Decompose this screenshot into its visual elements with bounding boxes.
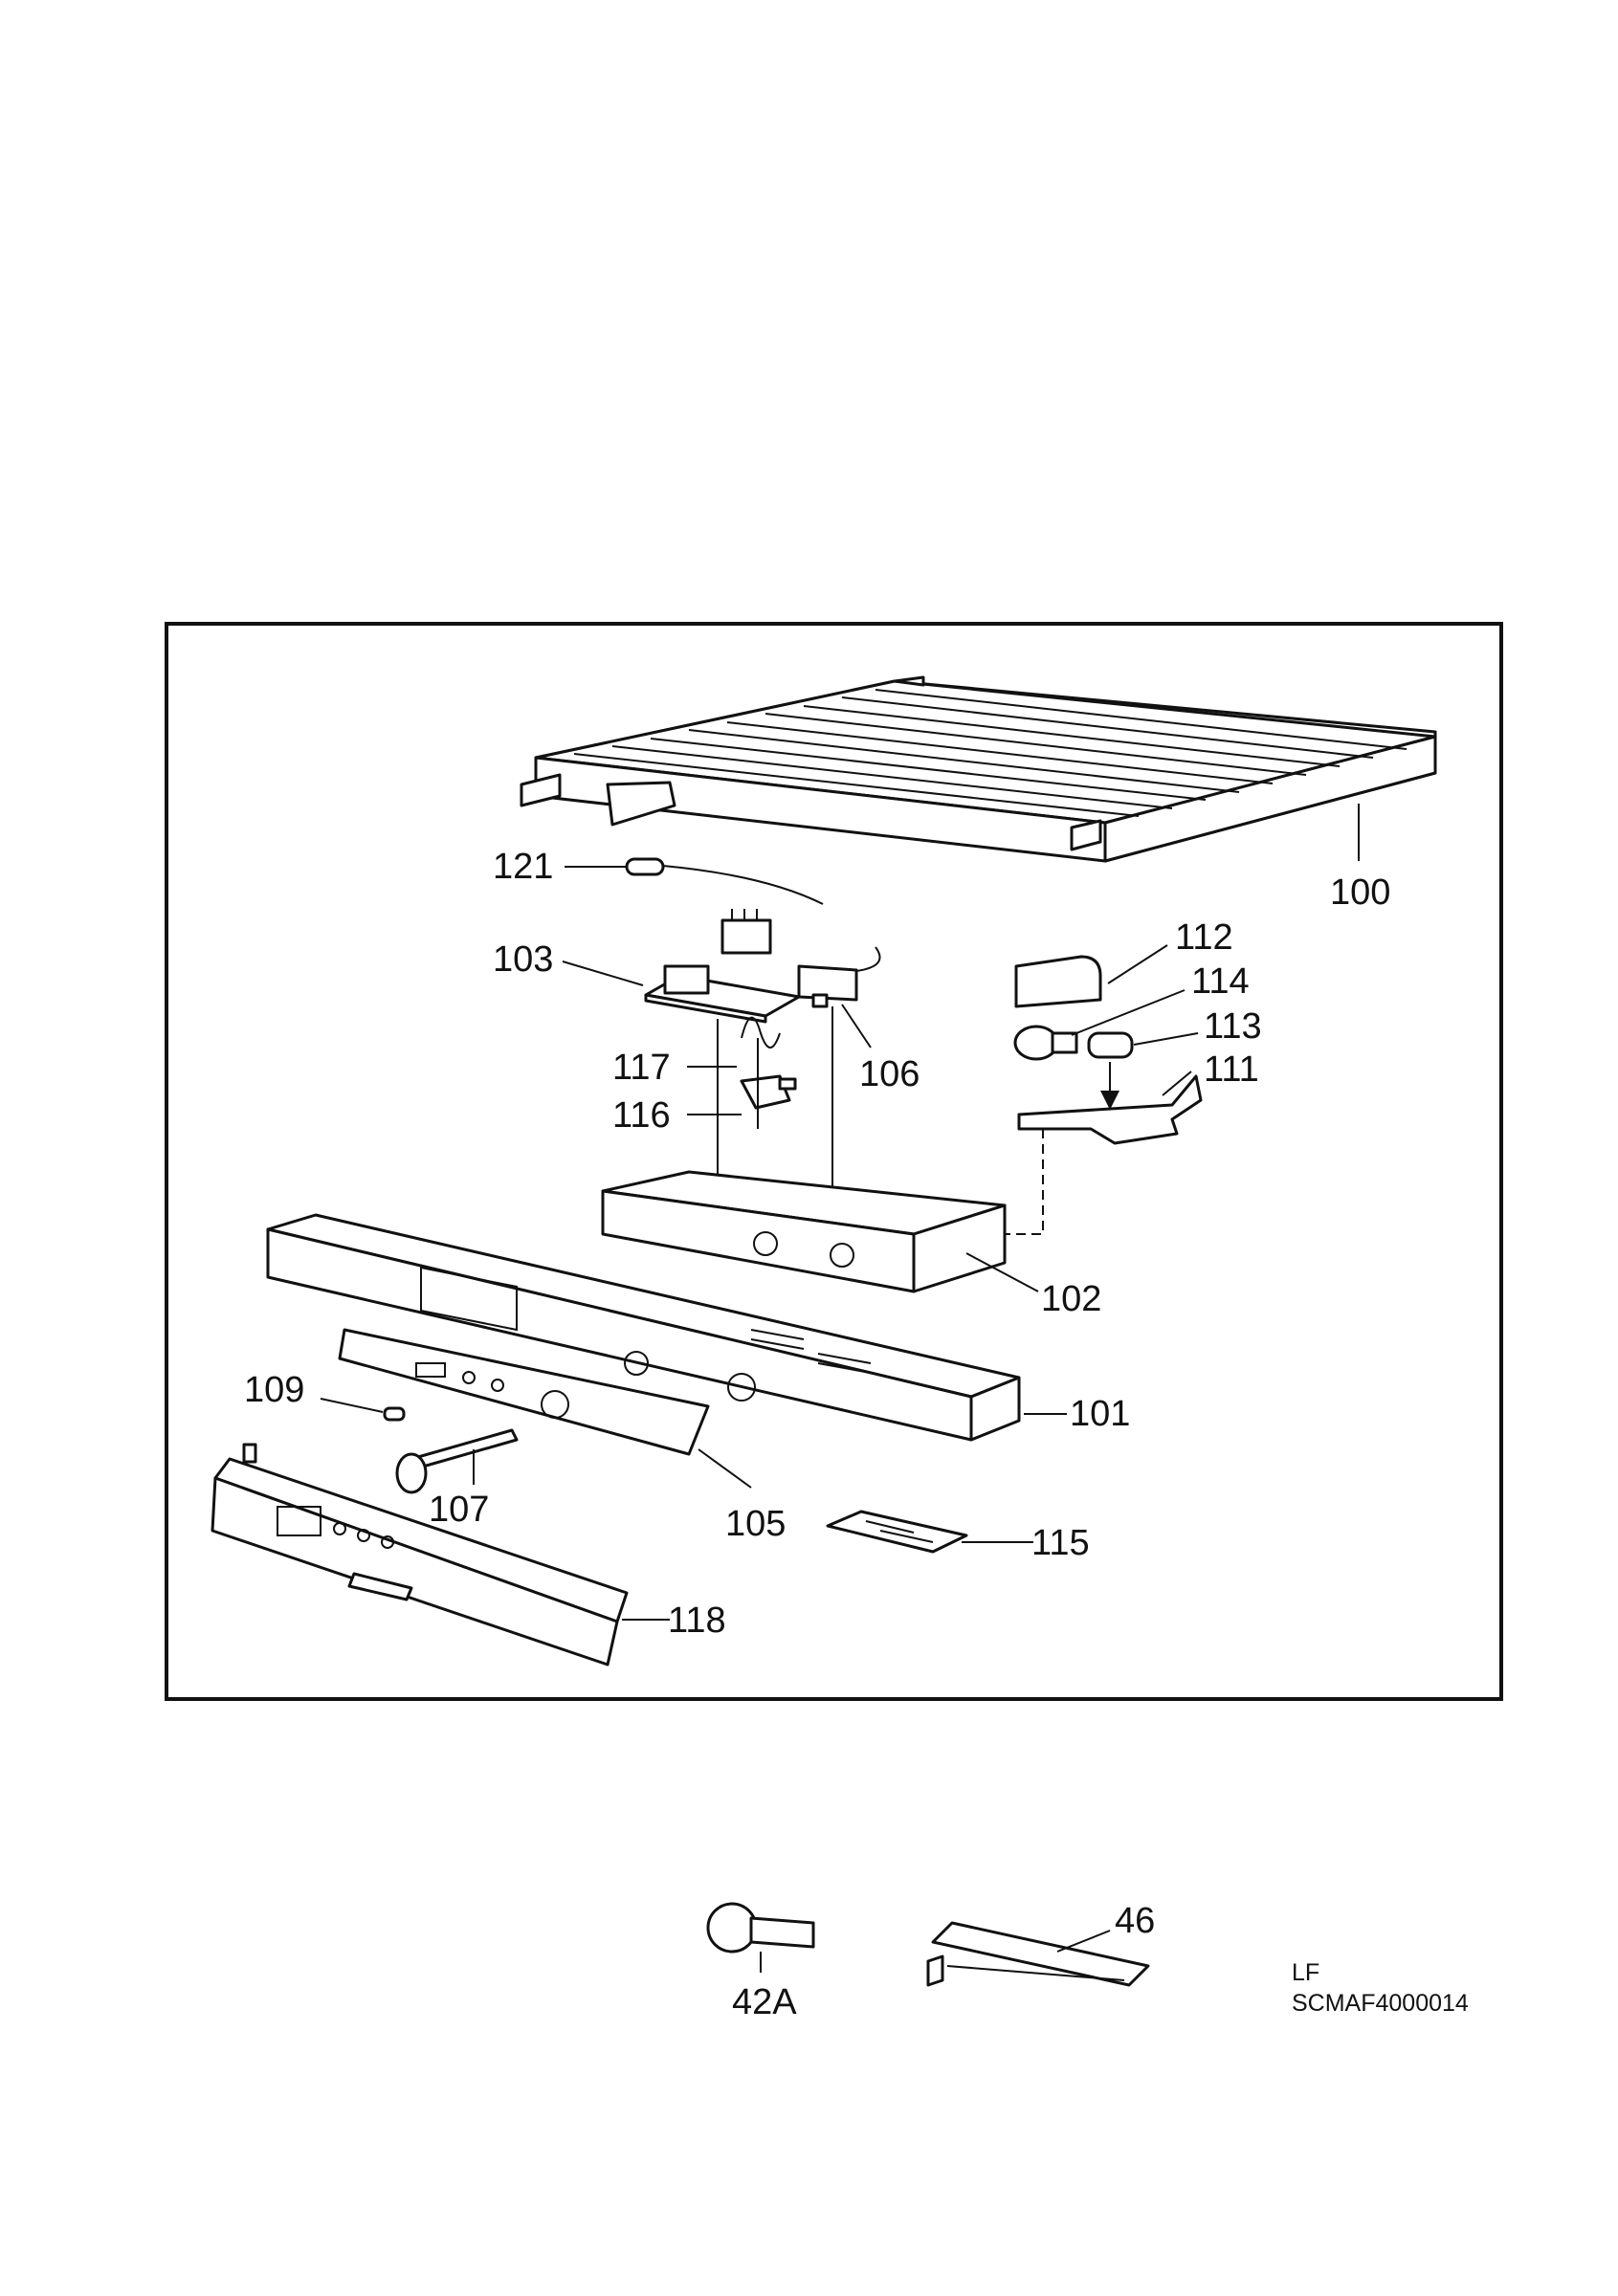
- part-103-electronic-board: [644, 909, 801, 1024]
- part-46-bracket: [926, 1921, 1150, 1987]
- label-109: 109: [244, 1370, 304, 1410]
- part-112-lamp-cover: [1014, 955, 1102, 1008]
- label-114: 114: [1191, 961, 1250, 1002]
- label-117: 117: [612, 1048, 671, 1088]
- part-107-knob-shaft: [395, 1428, 519, 1494]
- part-106-thermostat: [797, 946, 881, 1008]
- part-116-switch: [740, 1074, 797, 1110]
- label-121: 121: [493, 847, 553, 887]
- label-107: 107: [429, 1490, 489, 1530]
- part-121-sensor-probe: [625, 857, 824, 905]
- label-112: 112: [1175, 917, 1233, 958]
- label-46: 46: [1115, 1901, 1155, 1941]
- part-102-control-housing: [601, 1170, 1007, 1293]
- label-103: 103: [493, 939, 553, 980]
- label-106: 106: [859, 1054, 920, 1094]
- part-101-control-panel: [266, 1213, 1021, 1442]
- label-113: 113: [1204, 1006, 1262, 1047]
- label-102: 102: [1041, 1279, 1101, 1319]
- label-100: 100: [1330, 872, 1390, 913]
- part-111-lamp-housing: [1017, 1062, 1203, 1145]
- part-100-shelf: [520, 675, 1437, 863]
- footer-code-drawing-number: SCMAF4000014: [1292, 1990, 1469, 2017]
- part-113-lamp-holder: [1087, 1031, 1134, 1059]
- part-42A-handle-knob: [706, 1902, 815, 1954]
- footer-code-lf: LF: [1292, 1959, 1319, 1986]
- part-114-lamp-bulb: [1013, 1025, 1078, 1061]
- part-117-spring-clip: [741, 1016, 781, 1049]
- part-115-filter-cover: [826, 1510, 968, 1554]
- label-101: 101: [1070, 1394, 1130, 1434]
- part-109-led: [383, 1406, 406, 1422]
- label-115: 115: [1031, 1523, 1090, 1563]
- label-105: 105: [725, 1504, 786, 1544]
- part-118-front-fascia: [211, 1443, 629, 1667]
- label-111: 111: [1204, 1049, 1259, 1090]
- label-118: 118: [668, 1601, 726, 1641]
- label-116: 116: [612, 1095, 671, 1136]
- part-105-panel-insert: [338, 1328, 710, 1456]
- diagram-frame: [165, 622, 1503, 1701]
- label-42A: 42A: [732, 1982, 797, 2022]
